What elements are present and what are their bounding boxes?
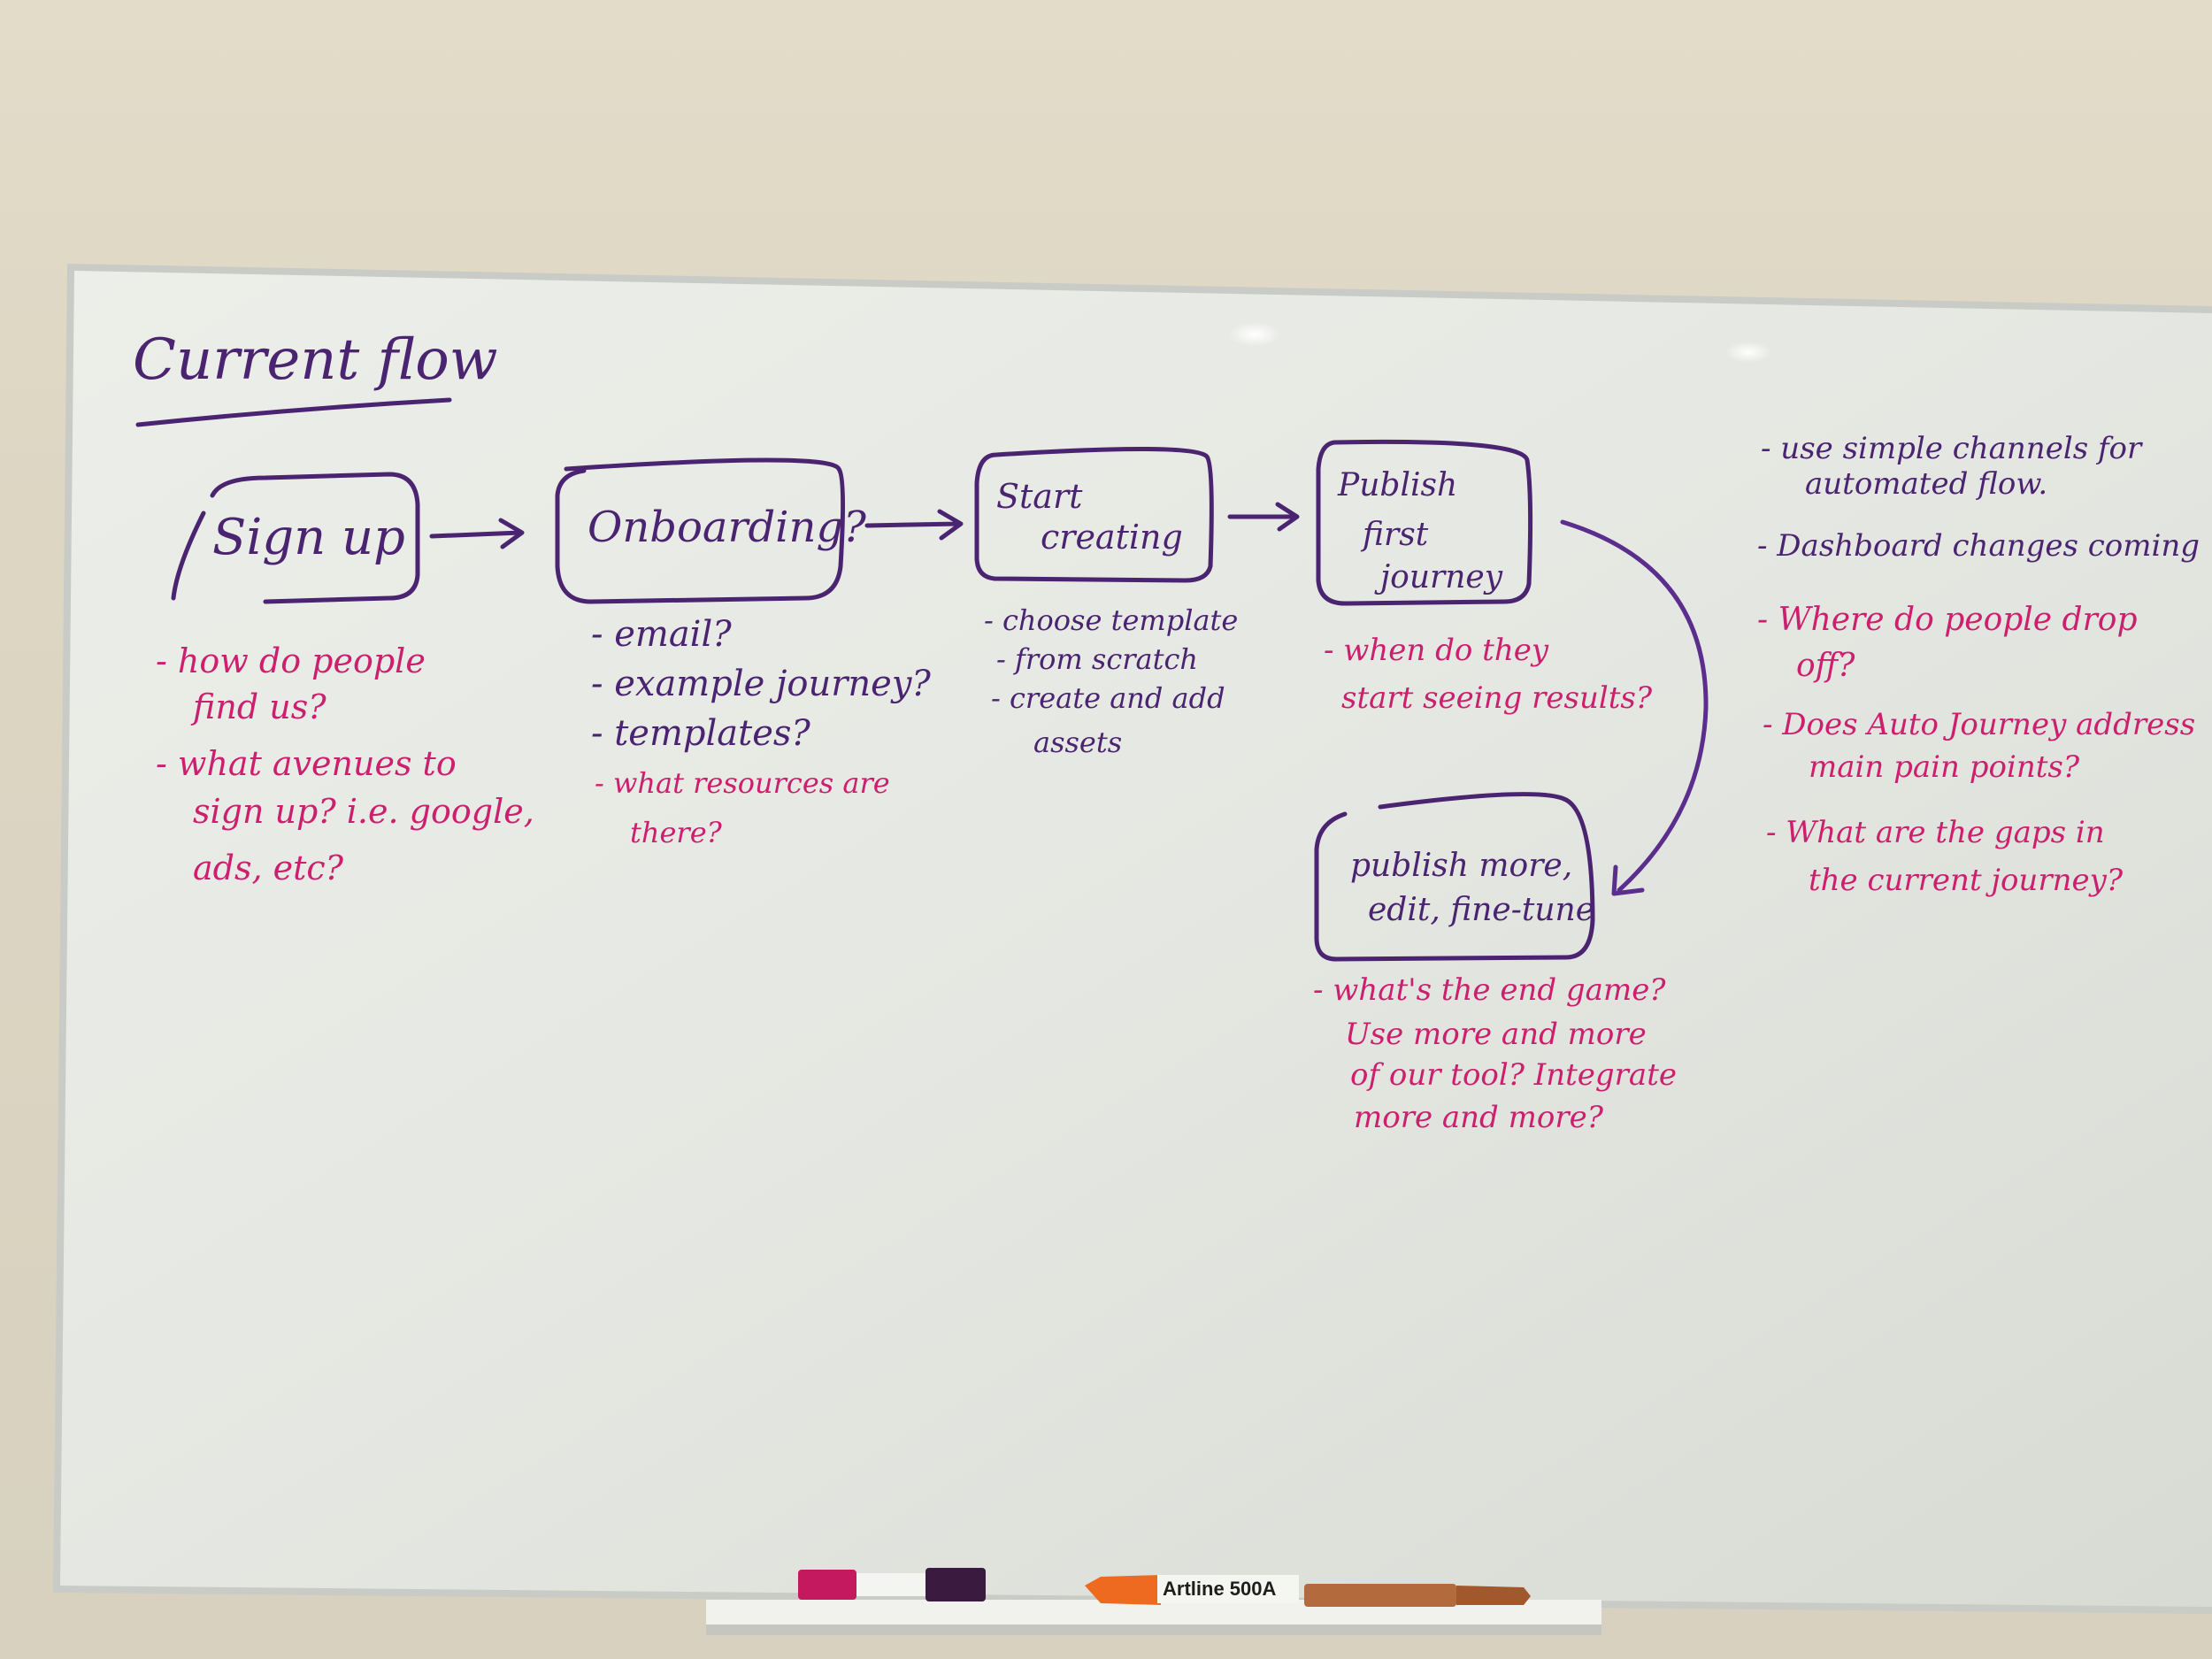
note-line: Use more and more [1345,1017,1647,1052]
side-note-line: - Where do people drop [1757,602,2138,638]
light-reflection [1725,342,1771,363]
side-note-line: - Does Auto Journey address [1763,707,2195,742]
note-line: start seeing results? [1341,680,1653,716]
side-notes-purple: - use simple channels for automated flow… [1757,431,2200,564]
title-underline [135,397,452,427]
side-note-line: - What are the gaps in [1766,815,2105,850]
side-notes-pink: - Where do people drop off? - Does Auto … [1757,602,2195,898]
marker-brand-label: Artline 500A [1163,1578,1276,1600]
arrow-signup-to-onboarding [429,518,525,549]
flow-node-start-creating: Start creating [974,446,1214,583]
flow-node-onboarding: Onboarding? [555,457,866,604]
arrow-publish-first-to-publish-more [1560,519,1709,896]
publish-more-label-line: edit, fine-tune [1368,892,1594,928]
flow-node-publish-more: publish more, edit, fine-tune [1314,792,1595,962]
item-line: - from scratch [996,642,1198,676]
side-note-line: off? [1796,648,1855,684]
brown-marker [1304,1584,1531,1607]
note-line: ads, etc? [193,849,344,887]
side-note-line: - use simple channels for [1761,431,2143,466]
publish-label-line: journey [1374,559,1503,595]
item-line: - email? [591,614,732,655]
note-line: of our tool? Integrate [1350,1057,1677,1093]
item-line: assets [1033,726,1122,759]
orange-marker: Artline 500A [1085,1575,1299,1605]
start-creating-items: - choose template - from scratch - creat… [984,603,1238,759]
sign-up-label: Sign up [212,509,405,566]
start-label-line: Start [996,477,1083,516]
arrow-start-to-publish [1227,502,1300,532]
item-line: - templates? [591,713,810,754]
note-line: there? [630,816,723,849]
publish-more-label-line: publish more, [1350,848,1572,884]
side-note-line: the current journey? [1809,863,2124,898]
purple-marker [926,1568,986,1601]
onboarding-items: - email? - example journey? - templates? [591,614,931,754]
arrow-onboarding-to-start [864,509,964,541]
publish-first-notes: - when do they start seeing results? [1324,633,1653,716]
note-line: - when do they [1324,633,1549,668]
publish-label-line: Publish [1337,467,1457,503]
note-line: - what's the end game? [1313,972,1666,1008]
onboarding-label: Onboarding? [588,503,866,552]
side-note-line: automated flow. [1805,466,2047,502]
note-line: find us? [190,687,326,726]
flow-node-sign-up: Sign up [171,472,420,604]
item-line: - create and add [991,681,1225,715]
side-note-line: main pain points? [1809,749,2080,785]
note-line: - what resources are [595,766,890,800]
light-reflection [1228,322,1281,347]
onboarding-notes: - what resources are there? [595,766,890,849]
flow-node-publish-first-journey: Publish first journey [1316,439,1533,606]
note-line: more and more? [1354,1100,1604,1135]
item-line: - choose template [984,603,1238,637]
item-line: - example journey? [591,664,931,704]
sign-up-notes: - how do people find us? - what avenues … [156,641,534,887]
note-line: - how do people [156,641,426,680]
publish-more-notes: - what's the end game? Use more and more… [1313,972,1677,1135]
pink-marker [798,1570,927,1600]
note-line: sign up? i.e. google, [193,792,534,831]
note-line: - what avenues to [156,744,457,783]
publish-label-line: first [1360,517,1429,553]
side-note-line: - Dashboard changes coming [1757,528,2200,564]
start-label-line: creating [1041,518,1183,557]
board-title: Current flow [133,327,498,393]
